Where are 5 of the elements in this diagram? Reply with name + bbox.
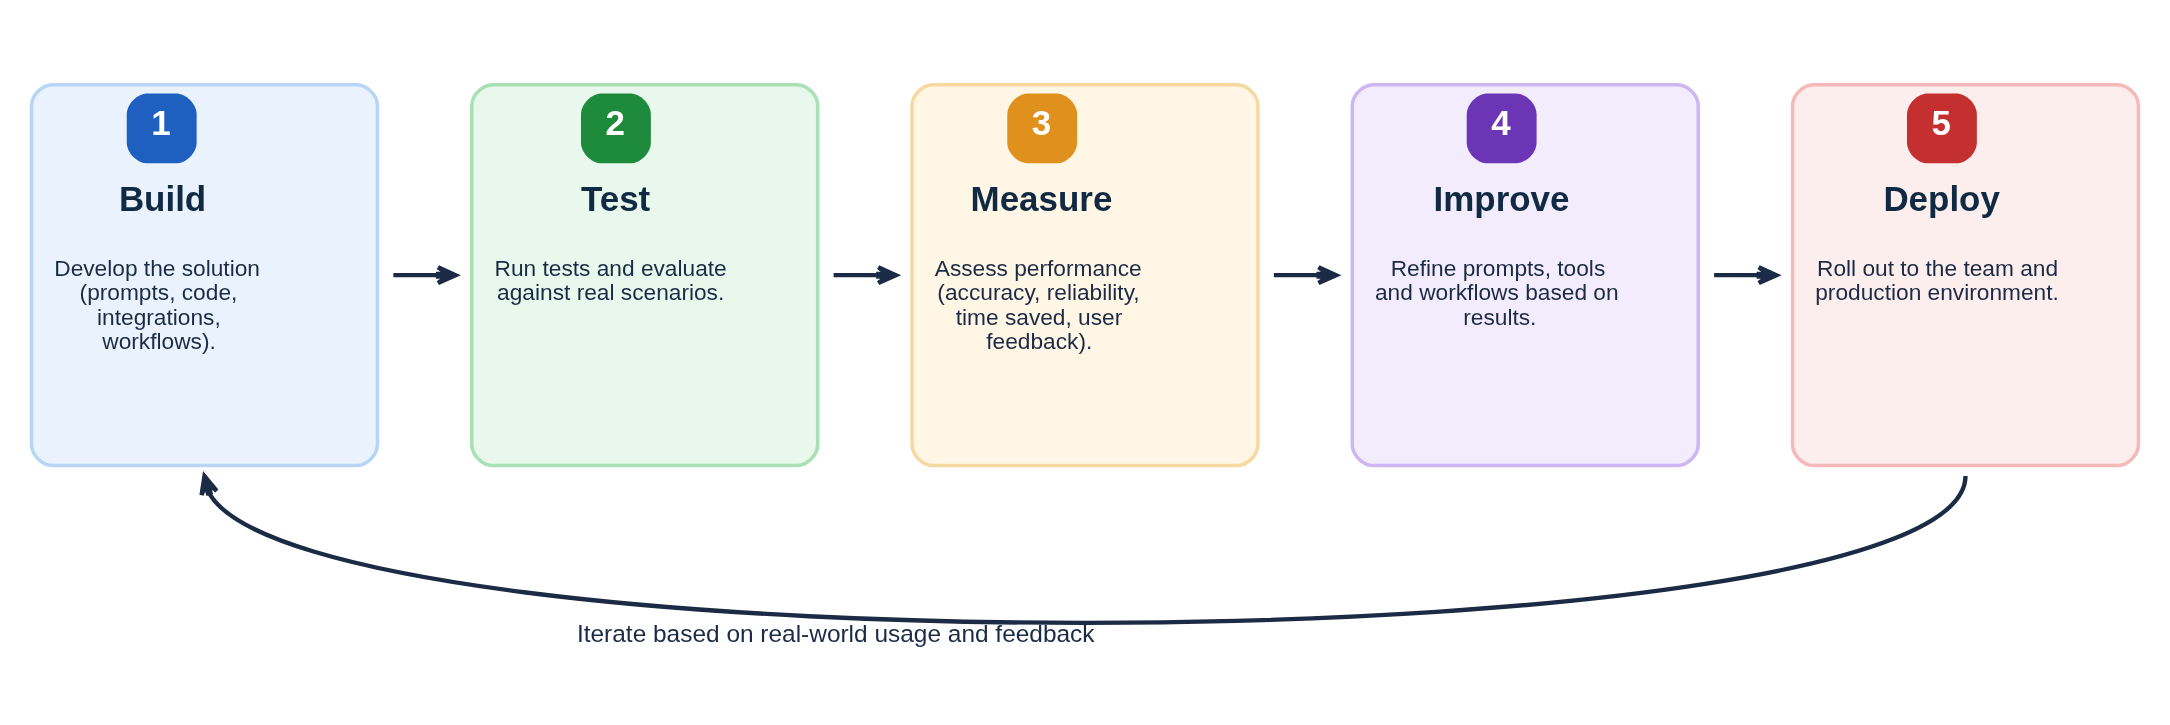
arrow [833,265,898,286]
edge-label: Iterate based on real-world usage and feedback [576,620,1095,648]
arrow [1714,265,1779,286]
arrow [393,265,458,286]
arrow [1273,265,1339,286]
